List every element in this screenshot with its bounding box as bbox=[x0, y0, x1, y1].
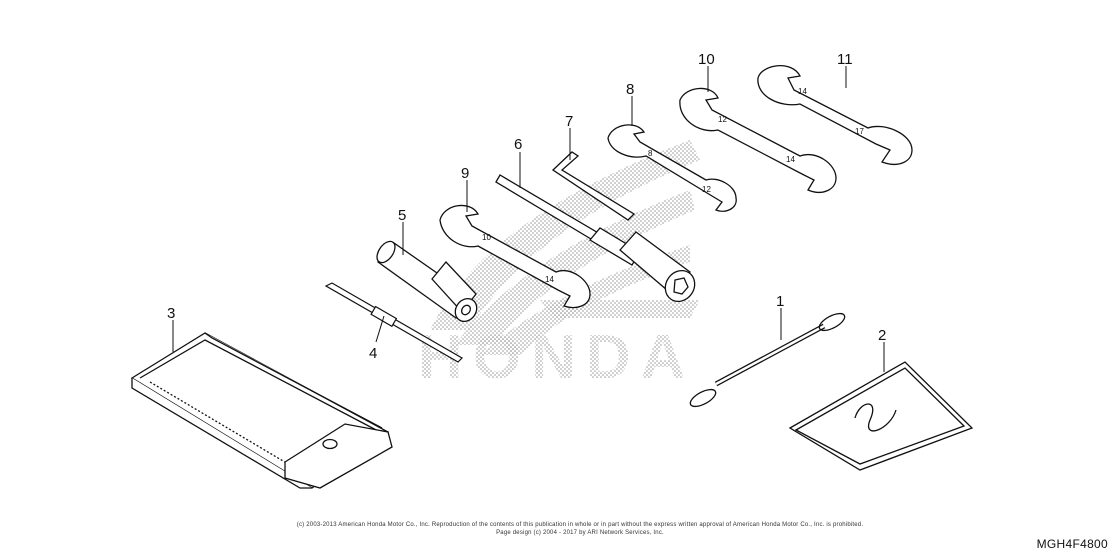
callout-7[interactable]: 7 bbox=[565, 113, 573, 130]
tool-bag bbox=[130, 332, 393, 489]
callout-8[interactable]: 8 bbox=[626, 81, 634, 98]
callout-11[interactable]: 11 bbox=[837, 51, 853, 68]
wrench-size-label: 8 bbox=[648, 149, 653, 158]
wrench-size-label: 10 bbox=[482, 233, 491, 242]
copyright-line: Page design (c) 2004 - 2017 by ARI Netwo… bbox=[496, 530, 664, 536]
spark-plug-socket bbox=[376, 240, 478, 323]
callout-6[interactable]: 6 bbox=[514, 136, 522, 153]
copyright-line: (c) 2003-2013 American Honda Motor Co., … bbox=[296, 522, 864, 528]
helmet-holder-cable bbox=[689, 312, 846, 408]
callout-9[interactable]: 9 bbox=[461, 165, 469, 182]
hex-key bbox=[551, 151, 636, 221]
callout-10[interactable]: 10 bbox=[698, 51, 715, 68]
wrench-size-label: 12 bbox=[718, 115, 727, 124]
wrench-size-label: 17 bbox=[855, 127, 864, 136]
wrench-size-label: 14 bbox=[798, 87, 807, 96]
manual-pouch bbox=[788, 361, 974, 471]
wrench-14x17: 14 17 bbox=[757, 65, 913, 165]
copyright-notice: (c) 2003-2013 American Honda Motor Co., … bbox=[240, 521, 920, 537]
honda-wordmark-watermark: HONDA bbox=[418, 323, 695, 392]
leader-lines bbox=[172, 66, 885, 372]
wrench-8x12: 8 12 bbox=[607, 124, 737, 212]
callout-5[interactable]: 5 bbox=[398, 207, 406, 224]
callout-1[interactable]: 1 bbox=[776, 293, 784, 310]
box-wrench-with-bar bbox=[495, 174, 696, 303]
callout-4[interactable]: 4 bbox=[369, 345, 377, 362]
wrench-12x14: 12 14 bbox=[679, 87, 837, 193]
wrench-size-label: 14 bbox=[545, 275, 554, 284]
wrench-size-label: 12 bbox=[702, 185, 711, 194]
callout-3[interactable]: 3 bbox=[167, 305, 175, 322]
callout-2[interactable]: 2 bbox=[878, 327, 886, 344]
screwdriver bbox=[324, 282, 463, 363]
diagram-code: MGH4F4800 bbox=[1036, 537, 1108, 551]
wrench-size-label: 14 bbox=[786, 155, 795, 164]
wrench-10x14: 10 14 bbox=[439, 204, 591, 309]
